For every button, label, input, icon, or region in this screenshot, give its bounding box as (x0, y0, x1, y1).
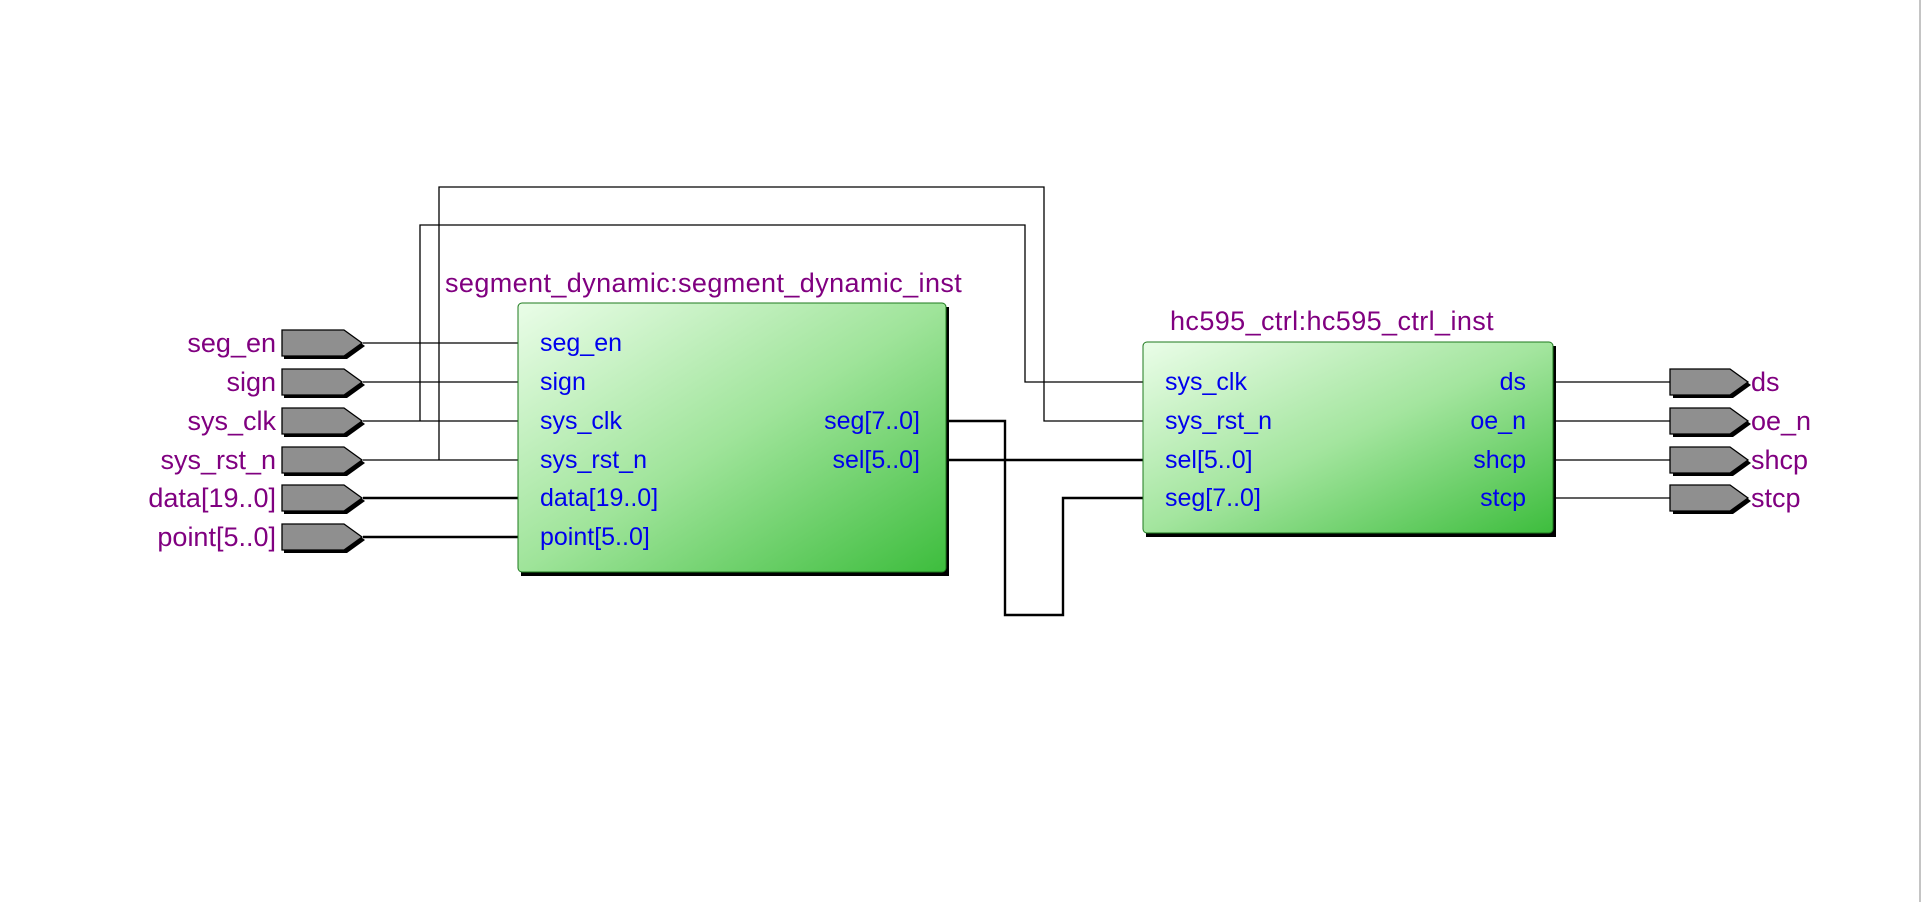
input-port-label: data[19..0] (148, 483, 276, 513)
instance-title: segment_dynamic:segment_dynamic_inst (445, 268, 962, 298)
input-port-seg_en: seg_en (187, 328, 365, 359)
output-port-label: ds (1751, 367, 1780, 397)
pin-label: seg[7..0] (1165, 484, 1261, 512)
wire-sys_clk-route (419, 224, 1143, 421)
block-body (517, 302, 947, 573)
input-port-sys_clk: sys_clk (187, 406, 365, 437)
output-port-label: oe_n (1751, 406, 1811, 436)
pin-label: sel[5..0] (1165, 446, 1253, 474)
pin-label: shcp (1473, 446, 1526, 474)
pin-label: sys_clk (1165, 368, 1247, 396)
input-port-sys_rst_n: sys_rst_n (160, 445, 365, 476)
input-port-label: sys_clk (187, 406, 276, 436)
wires (363, 186, 1670, 617)
bus-seg (946, 419, 1143, 617)
pin-label: sys_rst_n (1165, 407, 1272, 435)
input-port-label: seg_en (187, 328, 276, 358)
output-port-stcp: stcp (1669, 483, 1801, 514)
instance-title: hc595_ctrl:hc595_ctrl_inst (1170, 306, 1494, 336)
pin-label: stcp (1480, 484, 1526, 512)
pin-label: oe_n (1470, 407, 1526, 435)
pin-label: seg_en (540, 329, 622, 357)
input-port-label: sys_rst_n (160, 445, 276, 475)
input-port-label: sign (226, 367, 276, 397)
pin-label: ds (1500, 368, 1526, 396)
pin-label: sys_rst_n (540, 446, 647, 474)
wire-sys_rst_n-route (438, 186, 1143, 460)
instance-segment-dynamic[interactable]: segment_dynamic:segment_dynamic_inst seg… (445, 268, 962, 576)
pin-label: sys_clk (540, 407, 622, 435)
pin-label: data[19..0] (540, 484, 658, 512)
pin-label: point[5..0] (540, 523, 650, 551)
output-ports: ds oe_n shcp stcp (1669, 367, 1811, 514)
input-ports: seg_en sign sys_clk sys_rst_n data[19..0… (148, 328, 365, 553)
input-port-label: point[5..0] (157, 522, 276, 552)
output-port-oe_n: oe_n (1669, 406, 1811, 437)
instance-hc595-ctrl[interactable]: hc595_ctrl:hc595_ctrl_inst sys_clk sys_r… (1142, 306, 1556, 537)
output-port-ds: ds (1669, 367, 1780, 398)
block-body (1142, 341, 1554, 534)
output-port-label: stcp (1751, 483, 1801, 513)
pin-label: seg[7..0] (824, 407, 920, 435)
pin-label: sel[5..0] (832, 446, 920, 474)
output-port-shcp: shcp (1669, 445, 1808, 476)
output-port-label: shcp (1751, 445, 1808, 475)
input-port-sign: sign (226, 367, 365, 398)
input-port-data: data[19..0] (148, 483, 365, 514)
input-port-point: point[5..0] (157, 522, 365, 553)
pin-label: sign (540, 368, 586, 396)
